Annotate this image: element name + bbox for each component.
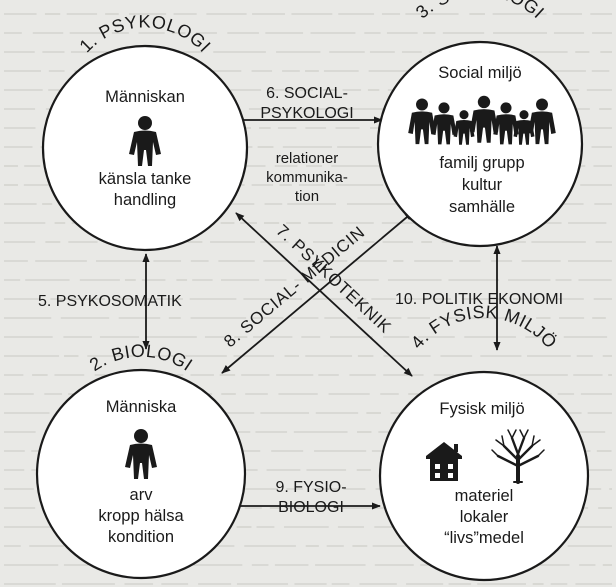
person-icon [129,116,161,166]
socialpsykologi-detail-1: relationer [276,150,339,167]
arrow-psykologi-fysisk [235,212,413,377]
socialpsykologi-title-1: 6. SOCIAL- [266,85,348,102]
psykologi-line-2: handling [114,191,176,209]
sociologi-subject: Social miljö [438,64,521,82]
fysisk-heading: 4. FYSISK MILJÖ [407,302,561,353]
psykologi-subject: Människan [105,88,185,106]
psykologi-line-1: känsla tanke [99,170,192,188]
house-icon [426,442,462,481]
socialpsykologi-title-2: PSYKOLOGI [260,105,353,122]
circle-psykologi: 1. PSYKOLOGI Människan känsla tanke hand… [41,11,249,252]
socialpsykologi-detail-3: tion [295,188,319,205]
fysisk-line-1: materiel [455,487,514,505]
fysisk-line-3: “livs”medel [444,529,524,547]
fysisk-subject: Fysisk miljö [439,400,524,418]
arrow-biologi-sociologi [221,211,414,374]
circle-biologi: 2. BIOLOGI Människa arv kropp hälsa kond… [35,341,247,580]
fysiobiologi-label-1: 9. FYSIO- [275,479,346,496]
sociologi-line-2: kultur [462,176,503,194]
sociologi-heading: 3. SOCIOLOGI [412,0,548,22]
sociologi-line-1: familj grupp [439,154,524,172]
tree-icon [491,429,545,484]
socialpsykologi-detail-2: kommunika- [266,169,348,186]
biologi-line-2: kropp hälsa [98,507,184,525]
fysiobiologi-label-2: BIOLOGI [278,499,344,516]
fysisk-line-2: lokaler [460,508,509,526]
group-of-people-icon [408,95,556,145]
biologi-subject: Människa [106,398,177,416]
biologi-line-3: kondition [108,528,174,546]
psykosomatik-label: 5. PSYKOSOMATIK [38,293,182,310]
biologi-line-1: arv [130,486,154,504]
circle-fysisk-miljo: 4. FYSISK MILJÖ Fysisk miljö materiel lo… [378,302,590,582]
politik-ekonomi-label: 10. POLITIK EKONOMI [395,291,563,308]
person-icon [125,429,157,479]
sociologi-line-3: samhälle [449,198,515,216]
circle-sociologi: 3. SOCIOLOGI Social miljö familj grupp k… [376,0,584,248]
